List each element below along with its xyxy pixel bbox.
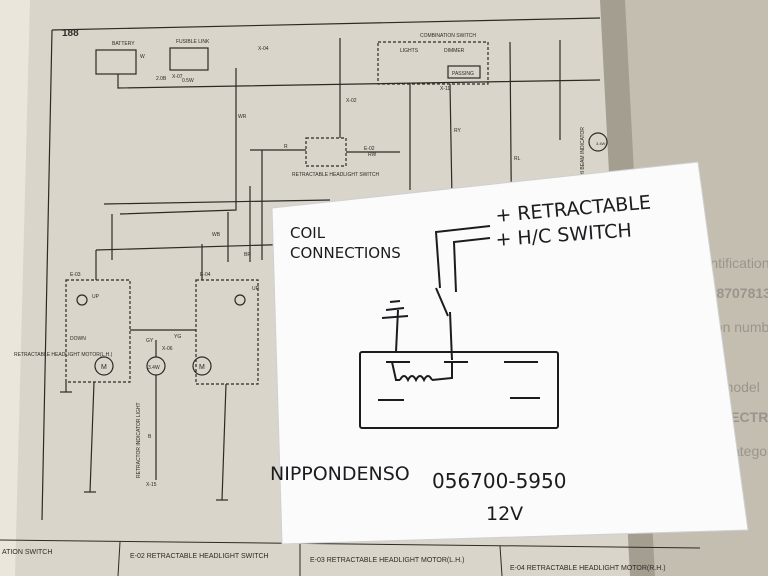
passing-label: PASSING — [452, 71, 474, 77]
hi-beam-label: HI BEAM INDICATOR — [580, 127, 586, 176]
frame-top — [51, 17, 601, 31]
page-edge — [0, 0, 30, 576]
headlight-watt: 3.4W — [596, 141, 606, 146]
indicator-watt: 3.4W — [148, 365, 160, 371]
wire-color-br: BR — [244, 252, 251, 258]
motor-rh-symbol — [192, 356, 212, 376]
wire-main-bus — [117, 74, 601, 89]
sketch-coil-lead-1 — [391, 361, 400, 381]
motor-rh-cam — [234, 294, 246, 306]
hi-beam-lamp — [588, 132, 608, 152]
connector-e03: E-03 — [70, 272, 81, 278]
dimmer-label: DIMMER — [444, 48, 465, 54]
connector-x11: X-11 — [440, 86, 450, 92]
lights-label: LIGHTS — [400, 48, 419, 54]
connector-x15: X-15 — [146, 482, 157, 488]
wire-color-wr: WR — [238, 114, 247, 120]
motor-rh-m: M — [199, 364, 205, 371]
motor-rh-up: UP — [252, 286, 260, 292]
battery-box — [95, 49, 137, 75]
wire-lh-ground — [89, 381, 95, 493]
wire-color-2b: 2.0B — [156, 76, 167, 82]
motor-lh-up: UP — [92, 294, 100, 300]
sketch-coil-lead-2 — [431, 362, 453, 381]
page-number: 188 — [62, 28, 79, 39]
sketch-relay-body — [359, 351, 559, 429]
motor-lh-label: RETRACTABLE HEADLIGHT MOTOR(L.H.) — [14, 352, 113, 358]
wire-color-rl: RL — [514, 156, 521, 162]
connector-x06: X-06 — [162, 346, 173, 352]
note-part-brand: NIPPONDENSO — [270, 463, 410, 485]
note-part-number: 056700-5950 — [432, 469, 566, 493]
motor-lh-symbol — [94, 356, 114, 376]
battery-label: BATTERY — [112, 41, 135, 47]
indicator-label: RETRACTOR INDICATOR LIGHT — [136, 402, 142, 478]
motor-rh-box — [195, 279, 259, 385]
sketch-wire-2 — [452, 237, 491, 293]
wire-color-rw: RW — [368, 152, 377, 158]
fusible-link-box — [169, 47, 209, 71]
footer-divider-3 — [499, 545, 503, 576]
wire-color-gy: GY — [146, 338, 154, 344]
sketch-ground-1 — [381, 315, 409, 319]
note-title-2: CONNECTIONS — [290, 244, 401, 262]
wire-color-w: W — [140, 54, 145, 60]
combination-switch-label: COMBINATION SWITCH — [420, 33, 476, 39]
lh-down-label: DOWN — [70, 336, 86, 342]
fusible-link-label: FUSIBLE LINK — [176, 39, 210, 45]
note-sketch — [359, 225, 559, 429]
wire-color-wb: WB — [212, 232, 221, 238]
footer-item-4: E-04 RETRACTABLE HEADLIGHT MOTOR(R.H.) — [510, 565, 666, 572]
wire-r-cross — [103, 199, 331, 205]
wire-color-yg: YG — [174, 334, 181, 340]
motor-lh-cam — [76, 294, 88, 306]
combination-switch-box — [377, 41, 489, 85]
wire-rh-ground — [221, 383, 227, 501]
sketch-ground-3 — [389, 300, 401, 303]
connector-x02: X-02 — [346, 98, 357, 104]
connector-x04: X-04 — [258, 46, 269, 52]
footer-divider-1 — [117, 541, 121, 576]
frame-left — [41, 29, 53, 521]
handwritten-note: COIL CONNECTIONS + RETRACTABLE + H/C SWI… — [270, 161, 749, 545]
footer-legend: ATION SWITCH E-02 RETRACTABLE HEADLIGHT … — [0, 539, 701, 576]
wiring-schematic: 188 BATTERY FUSIBLE LINK COMBINATION SWI… — [14, 17, 608, 521]
sketch-ground-2 — [385, 307, 405, 311]
connector-e02: E-02 — [364, 146, 375, 152]
motor-lh-box — [65, 279, 131, 383]
passing-box — [447, 65, 481, 79]
wire-color-r: R — [284, 144, 288, 150]
connector-e04: E-04 — [200, 272, 211, 278]
wire-wr — [119, 68, 237, 215]
headlight-switch-box — [305, 137, 347, 167]
motor-lh-m: M — [101, 364, 107, 371]
headlight-switch-label: RETRACTABLE HEADLIGHT SWITCH — [292, 172, 379, 178]
footer-item-3: E-03 RETRACTABLE HEADLIGHT MOTOR(L.H.) — [310, 557, 464, 564]
wire-color-b: B — [148, 434, 152, 440]
wire-color-ry: RY — [454, 128, 462, 134]
sketch-switch-blade — [435, 287, 449, 317]
wire-wb-cross — [95, 243, 301, 251]
wire-ry — [449, 83, 453, 201]
footer-item-2: E-02 RETRACTABLE HEADLIGHT SWITCH — [130, 553, 269, 560]
wire-color-05w: 0.5W — [182, 78, 194, 84]
connector-x07: X-07 — [172, 74, 183, 80]
sketch-wire-1 — [434, 225, 491, 289]
footer-rule — [0, 539, 701, 549]
note-title-1: COIL — [290, 224, 326, 242]
footer-item-1: ATION SWITCH — [2, 549, 52, 556]
sketch-coil — [399, 375, 433, 383]
note-voltage: 12V — [486, 503, 523, 525]
